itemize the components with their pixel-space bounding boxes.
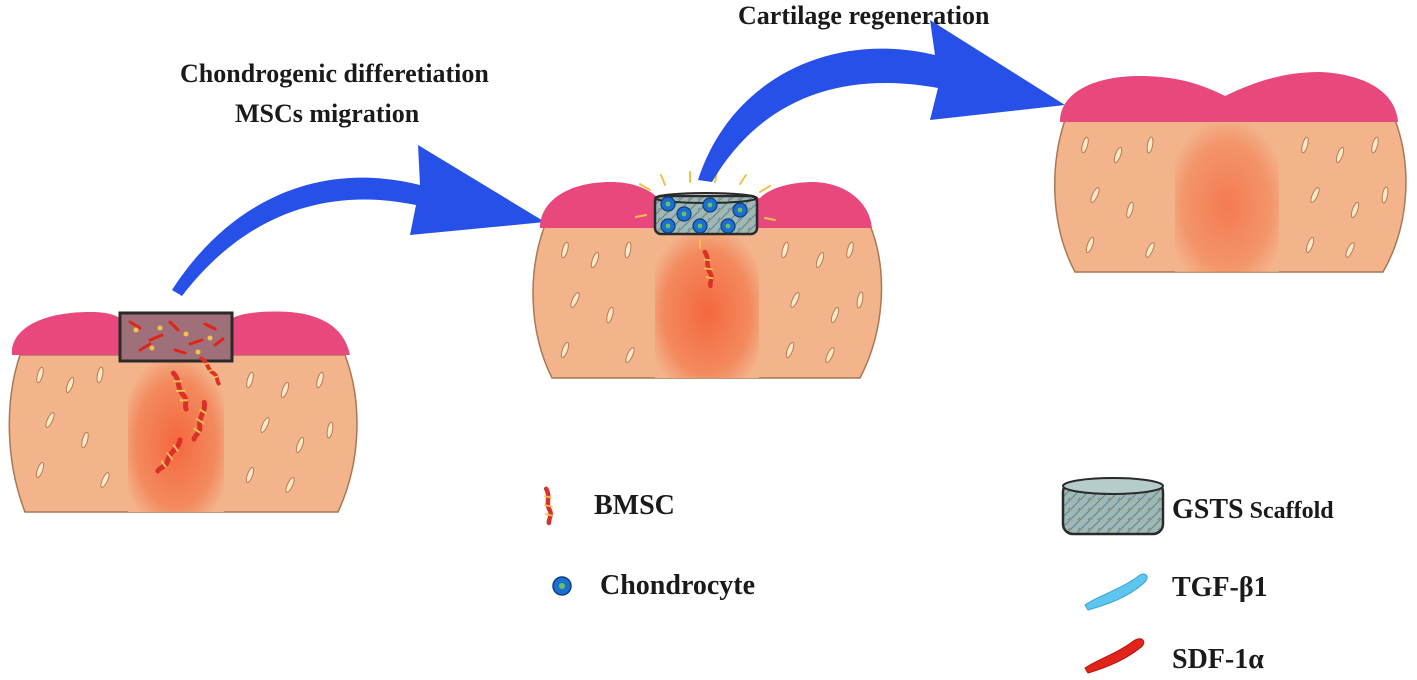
label-chondrogenic-differentiation: Chondrogenic differetiation <box>180 59 489 88</box>
legend-chondrocyte: Chondrocyte <box>552 570 755 601</box>
sdf-1alpha-icon <box>1084 638 1145 674</box>
arrow-1 <box>172 145 545 296</box>
legend-scaffold-suffix: Scaffold <box>1244 498 1335 524</box>
legend-scaffold-prefix: GSTS <box>1172 494 1244 525</box>
legend-tgf-label: TGF-β1 <box>1172 572 1268 603</box>
label-mscs-migration: MSCs migration <box>235 99 420 128</box>
legend-bmsc-label: BMSC <box>594 490 675 521</box>
legend-sdf-label: SDF-1α <box>1172 644 1264 675</box>
marrow-channel-3 <box>1175 124 1279 272</box>
joint-stage-3 <box>1054 72 1407 273</box>
joint-stage-2 <box>532 171 883 379</box>
scaffold-icon <box>1061 477 1165 536</box>
legend-scaffold: GSTS Scaffold <box>1061 477 1334 536</box>
legend: BMSC Chondrocyte GSTS Scaffold TGF-β1 SD… <box>544 477 1334 675</box>
bmsc-icon <box>544 489 552 523</box>
joint-stage-1 <box>8 311 358 513</box>
label-cartilage-regeneration: Cartilage regeneration <box>738 1 990 30</box>
legend-scaffold-label: GSTS Scaffold <box>1172 494 1334 525</box>
scaffold-chondrocytes-2 <box>660 196 748 234</box>
tgf-beta1-icon <box>1084 573 1148 611</box>
arrow-2 <box>698 20 1065 182</box>
legend-chondrocyte-label: Chondrocyte <box>600 570 755 601</box>
defect-scaffold-1 <box>118 311 234 363</box>
legend-sdf: SDF-1α <box>1084 638 1264 675</box>
scaffold-dots-1 <box>133 325 213 355</box>
cartilage-layer-3 <box>1060 72 1398 122</box>
legend-bmsc: BMSC <box>544 489 675 523</box>
legend-tgf: TGF-β1 <box>1084 572 1268 611</box>
marrow-channel-1 <box>128 360 224 512</box>
scaffold-fibers-1 <box>128 320 225 355</box>
